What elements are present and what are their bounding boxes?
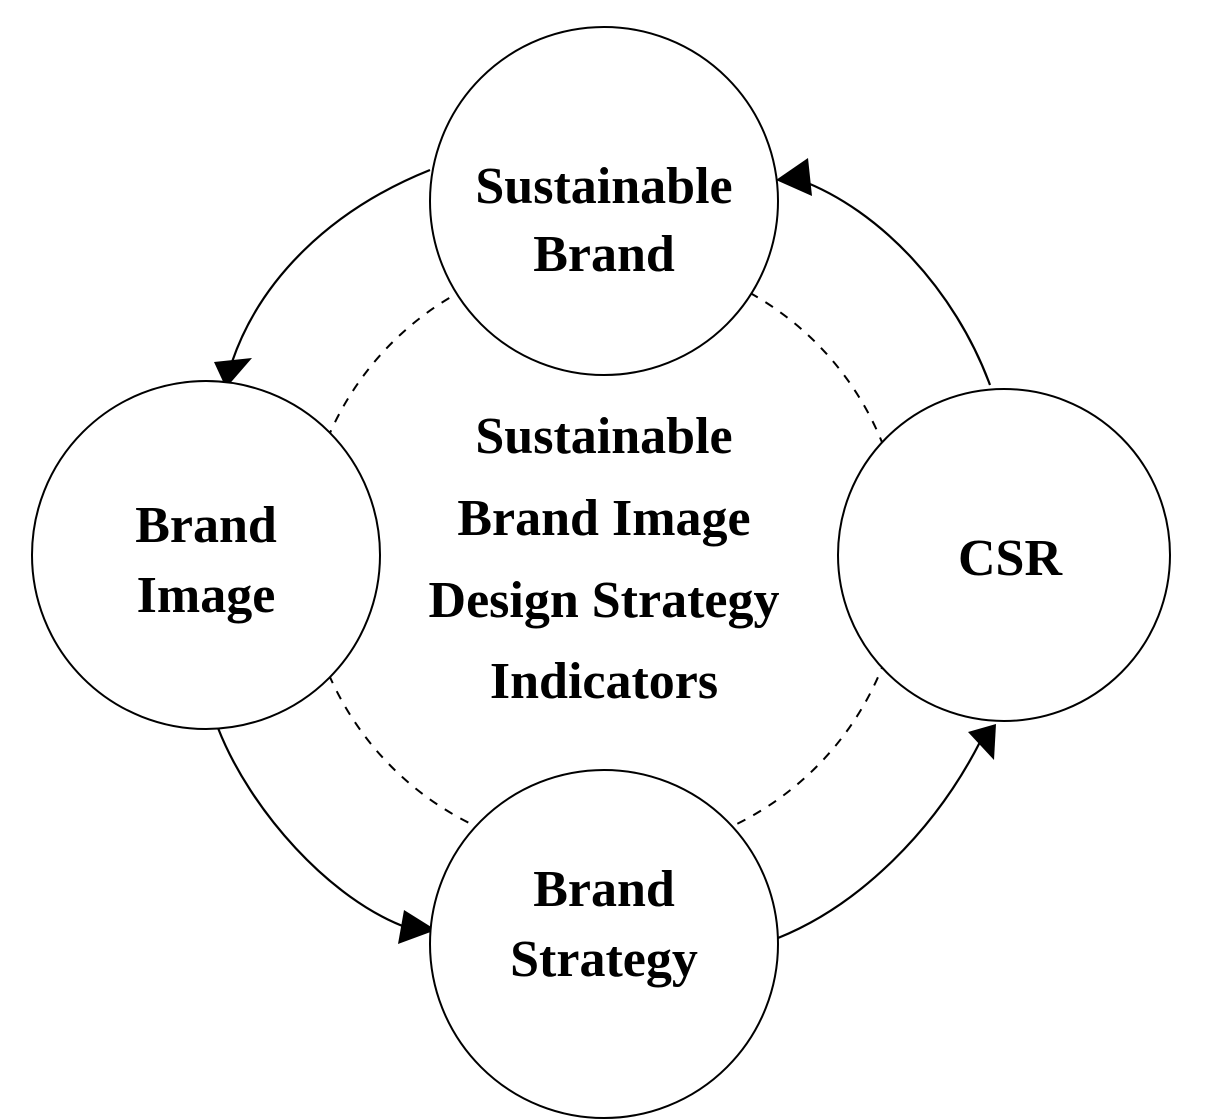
node-brand-image-line-1: Brand	[135, 497, 277, 554]
arrow-head-to-brand-strategy	[398, 910, 436, 944]
arrow-brand-strategy-to-csr	[777, 741, 981, 940]
center-label-line-2: Brand Image	[457, 490, 750, 547]
node-csr-line-1: CSR	[958, 530, 1063, 587]
node-sustainable-brand: Sustainable Brand	[429, 26, 779, 376]
arrow-head-to-sustainable-brand	[776, 158, 812, 196]
node-brand-strategy-line-2: Strategy	[510, 931, 698, 988]
node-brand-strategy-line-1: Brand	[533, 861, 675, 918]
center-label-line-4: Indicators	[490, 653, 718, 710]
arrow-head-to-csr	[968, 724, 996, 760]
node-csr: CSR	[837, 388, 1171, 722]
arrow-csr-to-sustainable-brand	[799, 178, 992, 386]
node-brand-image-line-2: Image	[137, 567, 276, 624]
node-sustainable-brand-line-1: Sustainable	[475, 158, 732, 215]
node-sustainable-brand-line-2: Brand	[533, 226, 675, 283]
arrow-sustainable-brand-to-brand-image	[230, 168, 431, 363]
center-label-line-1: Sustainable	[475, 408, 732, 465]
center-label-line-3: Design Strategy	[429, 572, 780, 629]
center-label: Sustainable Brand Image Design Strategy …	[429, 408, 780, 710]
node-brand-image: Brand Image	[31, 380, 381, 730]
arrow-head-to-brand-image	[214, 358, 252, 388]
node-brand-strategy: Brand Strategy	[429, 769, 779, 1119]
arrow-brand-image-to-brand-strategy	[216, 727, 409, 930]
